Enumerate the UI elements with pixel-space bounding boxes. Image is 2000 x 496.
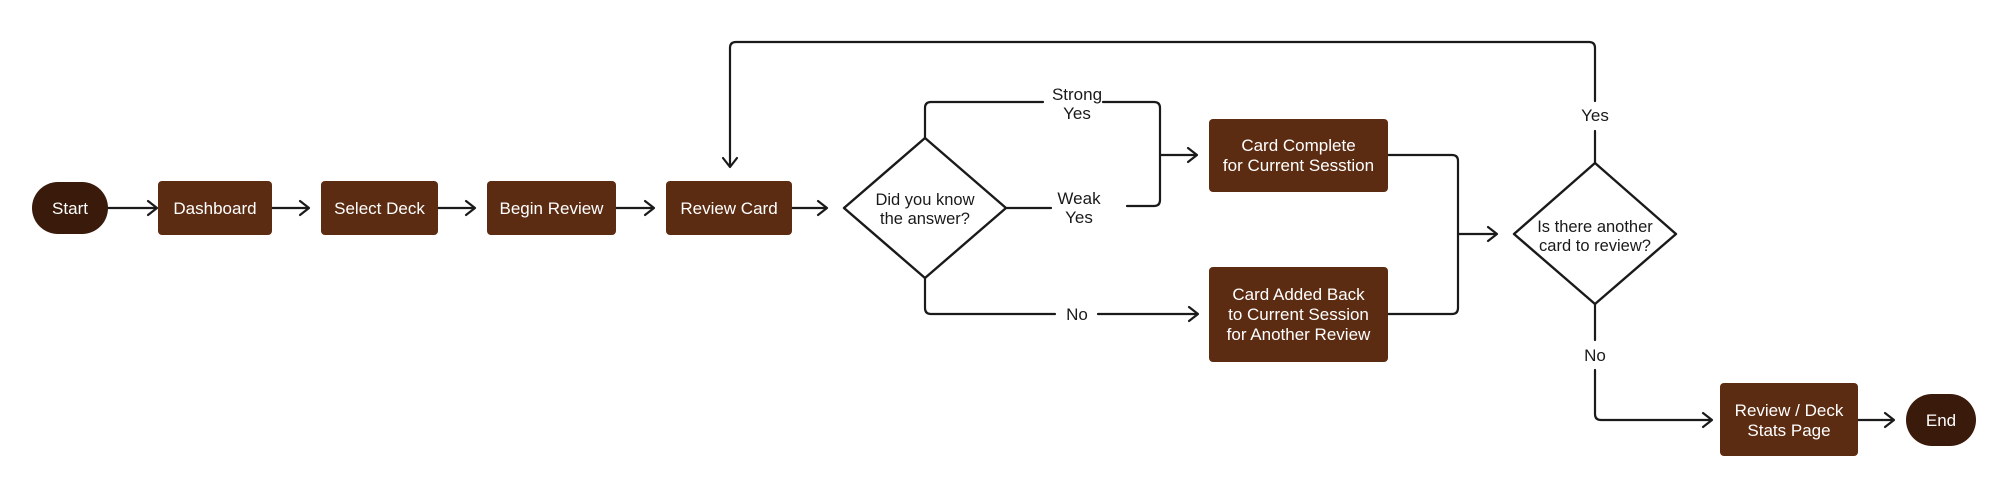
decision-another-card-line1: Is there another xyxy=(1537,218,1653,236)
edge-label-no: No xyxy=(1066,305,1088,324)
edge-label-no-end: No xyxy=(1584,346,1606,365)
dashboard-box xyxy=(158,181,272,235)
review-card-label: Review Card xyxy=(680,199,777,218)
connectors xyxy=(106,40,1896,429)
arrowhead xyxy=(1883,411,1896,429)
review-card-box xyxy=(666,181,792,235)
begin-review-label: Begin Review xyxy=(500,199,605,218)
arrowhead xyxy=(1701,411,1714,429)
edge-label-strong: Strong xyxy=(1052,85,1102,104)
arrowhead xyxy=(721,156,739,169)
card-complete-line1: Card Complete xyxy=(1241,136,1355,155)
decision-another-card-line2: card to review? xyxy=(1539,237,1651,255)
end-terminal-shape xyxy=(1906,394,1976,446)
connector-cardcomplete-merge xyxy=(1386,153,1460,316)
card-complete-box xyxy=(1209,119,1388,192)
edge-label-yes-loop: Yes xyxy=(1581,106,1609,125)
arrowhead xyxy=(464,199,477,217)
start-label: Start xyxy=(52,199,88,218)
stats-page-line2: Stats Page xyxy=(1747,421,1830,440)
connector-no-stats xyxy=(1593,302,1713,422)
node-card-added-back: Card Added Back to Current Session for A… xyxy=(1209,267,1388,362)
end-label: End xyxy=(1926,411,1956,430)
card-added-back-line2: to Current Session xyxy=(1228,305,1369,324)
decision-another-card: Is there another card to review? xyxy=(1512,161,1678,306)
edge-labels: Strong Yes Weak Yes No Yes No xyxy=(1052,85,1609,365)
arrowhead xyxy=(1486,225,1499,243)
arrowhead xyxy=(298,199,311,217)
arrowhead xyxy=(643,199,656,217)
node-end: End xyxy=(1906,394,1976,446)
select-deck-label: Select Deck xyxy=(334,199,425,218)
decision-did-you-know-line2: the answer? xyxy=(880,210,970,228)
arrowhead xyxy=(1186,146,1199,164)
node-dashboard: Dashboard xyxy=(158,181,272,235)
stats-page-line1: Review / Deck xyxy=(1735,401,1844,420)
arrowhead xyxy=(816,199,829,217)
edge-label-weak: Weak xyxy=(1057,189,1101,208)
node-stats-page: Review / Deck Stats Page xyxy=(1720,383,1858,456)
card-added-back-line1: Card Added Back xyxy=(1232,285,1365,304)
start-terminal-shape xyxy=(32,182,108,234)
decision-did-you-know-line1: Did you know xyxy=(875,191,974,209)
connector-no-cardadded xyxy=(923,276,1199,316)
card-complete-line2: for Current Sesstion xyxy=(1223,156,1374,175)
decision-another-card-diamond xyxy=(1512,161,1678,306)
arrowhead xyxy=(1187,305,1200,323)
begin-review-box xyxy=(487,181,616,235)
card-added-back-box xyxy=(1209,267,1388,362)
stats-page-box xyxy=(1720,383,1858,456)
edge-label-weak-yes: Yes xyxy=(1065,208,1093,227)
select-deck-box xyxy=(321,181,438,235)
decision-did-you-know-diamond xyxy=(842,136,1008,280)
edge-label-strong-yes: Yes xyxy=(1063,104,1091,123)
node-select-deck: Select Deck xyxy=(321,181,438,235)
node-card-complete: Card Complete for Current Sesstion xyxy=(1209,119,1388,192)
card-added-back-line3: for Another Review xyxy=(1227,325,1371,344)
arrowhead xyxy=(146,199,159,217)
decision-did-you-know: Did you know the answer? xyxy=(842,136,1008,280)
connector-yes-loop xyxy=(728,40,1597,168)
node-start: Start xyxy=(32,182,108,234)
dashboard-label: Dashboard xyxy=(173,199,256,218)
node-review-card: Review Card xyxy=(666,181,792,235)
node-begin-review: Begin Review xyxy=(487,181,616,235)
